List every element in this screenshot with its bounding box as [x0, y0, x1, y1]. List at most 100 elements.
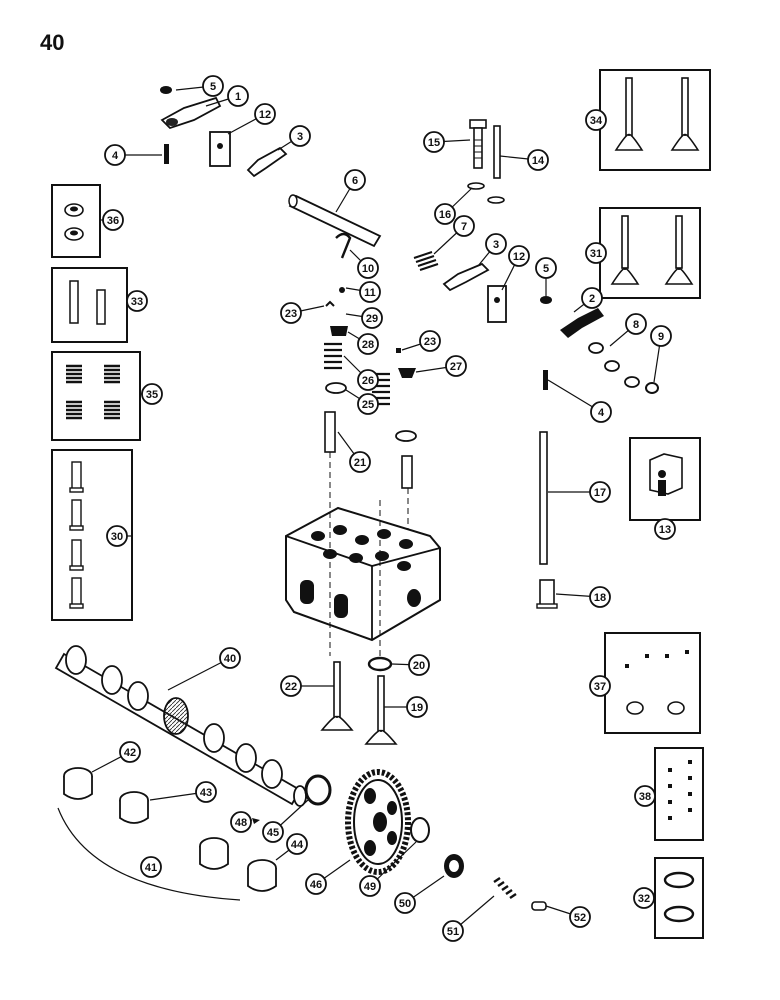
callout-23: 23: [280, 302, 302, 324]
callout-22: 22: [280, 675, 302, 697]
callout-number: 51: [447, 926, 459, 938]
callout-number: 18: [594, 592, 606, 604]
page-number: 40: [40, 30, 65, 55]
callout-number: 5: [210, 81, 216, 93]
callout-37: 37: [589, 675, 611, 697]
callout-33: 33: [126, 290, 148, 312]
callout-number: 48: [235, 817, 247, 829]
cam-gear-part-46: [345, 769, 411, 875]
valve-guides-part-21: [324, 411, 413, 489]
rocker-support-part-12-left: [209, 131, 231, 167]
retainer-part-28: [330, 326, 348, 336]
screw-part-4-right: [543, 370, 548, 390]
callout-number: 29: [366, 313, 378, 325]
callout-circle: [195, 781, 217, 803]
callout-circle: [140, 856, 162, 878]
callout-number: 23: [424, 336, 436, 348]
callout-45: 45: [262, 821, 284, 843]
rocker-arm-part-3-right: [442, 262, 490, 292]
callout-circle: [202, 75, 224, 97]
callout-43: 43: [195, 781, 217, 803]
push-rod-part-17: [539, 431, 548, 565]
callout-28: 28: [357, 333, 379, 355]
callout-circle: [357, 333, 379, 355]
callout-number: 33: [131, 296, 143, 308]
callout-16: 16: [434, 203, 456, 225]
callout-circle: [349, 451, 371, 473]
rocker-support-part-12-right: [487, 285, 507, 323]
callout-circle: [445, 355, 467, 377]
callout-51: 51: [442, 920, 464, 942]
leader-line-40: [167, 657, 231, 691]
callout-number: 37: [594, 681, 606, 693]
callout-circle: [357, 257, 379, 279]
rotator-part-27: [398, 368, 416, 378]
callout-4: 4: [104, 144, 126, 166]
kit-box-13: [629, 437, 701, 521]
callout-number: 20: [413, 660, 425, 672]
callout-circle: [434, 203, 456, 225]
callout-12: 12: [254, 103, 276, 125]
callout-number: 44: [291, 839, 304, 851]
callout-15: 15: [423, 131, 445, 153]
callout-46: 46: [305, 873, 327, 895]
nut-part-5-left: [160, 86, 172, 94]
callout-1: 1: [227, 85, 249, 107]
callout-circle: [126, 290, 148, 312]
bearing-part-43-a: [119, 791, 149, 824]
callout-circle: [634, 785, 656, 807]
callout-circle: [394, 892, 416, 914]
callout-number: 32: [638, 893, 650, 905]
callout-circle: [289, 125, 311, 147]
callout-circle: [442, 920, 464, 942]
callout-23: 23: [419, 330, 441, 352]
callout-number: 30: [111, 531, 123, 543]
callout-number: 25: [362, 399, 374, 411]
callout-number: 12: [513, 251, 525, 263]
callout-circle: [654, 518, 676, 540]
bearing-set-bracket-41: [57, 807, 241, 901]
kit-box-32: [654, 857, 704, 939]
callout-circle: [104, 144, 126, 166]
spring-part-7: [413, 251, 439, 271]
callout-number: 3: [493, 239, 499, 251]
callout-circle: [305, 873, 327, 895]
callout-4: 4: [590, 401, 612, 423]
tappet-part-18: [536, 579, 558, 609]
callout-number: 41: [145, 862, 157, 874]
callout-circle: [535, 257, 557, 279]
callout-9: 9: [650, 325, 672, 347]
callout-number: 7: [461, 221, 467, 233]
callout-number: 31: [590, 248, 602, 260]
shims-part-8: [588, 342, 640, 388]
callout-circle: [359, 875, 381, 897]
callout-circle: [589, 586, 611, 608]
kit-box-36: [51, 184, 101, 258]
callout-31: 31: [585, 242, 607, 264]
callout-number: 13: [659, 524, 671, 536]
bearing-part-43-b: [199, 837, 229, 870]
callout-number: 45: [267, 827, 279, 839]
bolt-part-15: [469, 119, 487, 169]
callout-13: 13: [654, 518, 676, 540]
callout-circle: [357, 369, 379, 391]
callout-44: 44: [286, 833, 308, 855]
valve-seat-insert-part-20: [367, 656, 393, 672]
rocker-arm-part-1: [160, 96, 222, 130]
callout-number: 23: [285, 308, 297, 320]
callout-40: 40: [219, 647, 241, 669]
dashed-guide-lines: [329, 452, 409, 656]
screw-part-4-left: [164, 144, 169, 164]
callout-circle: [589, 675, 611, 697]
key-part-48: [252, 818, 260, 824]
callout-circle: [633, 887, 655, 909]
callout-number: 1: [235, 91, 241, 103]
callout-35: 35: [141, 383, 163, 405]
ring-part-9: [645, 382, 659, 394]
callout-number: 6: [352, 175, 358, 187]
callout-circle: [650, 325, 672, 347]
callout-number: 27: [450, 361, 462, 373]
callout-number: 52: [574, 912, 586, 924]
callout-38: 38: [634, 785, 656, 807]
callout-8: 8: [625, 313, 647, 335]
